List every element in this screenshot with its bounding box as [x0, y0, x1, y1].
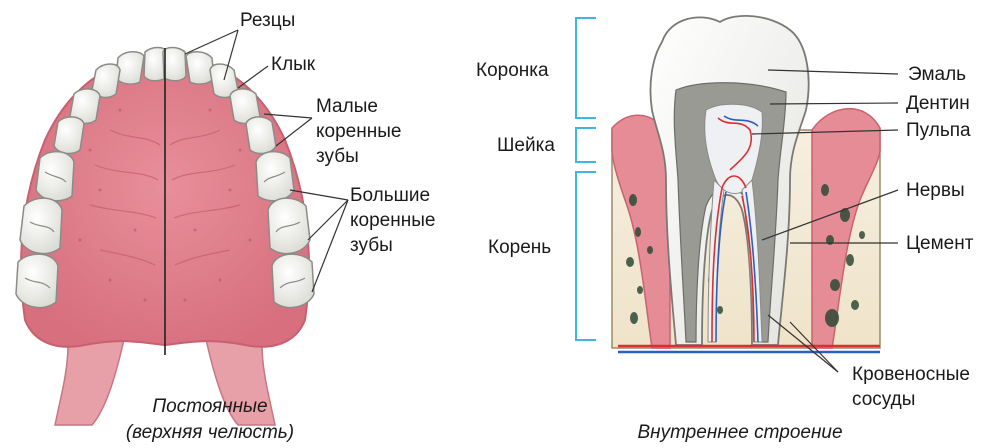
label-cement: Цемент	[906, 231, 973, 256]
label-canine: Клык	[271, 52, 315, 77]
label-nerves: Нервы	[906, 178, 965, 203]
tooth-caption: Внутреннее строение	[600, 420, 880, 446]
label-neck: Шейка	[497, 133, 555, 158]
lateral-incisor	[116, 52, 144, 84]
premolar	[54, 117, 84, 154]
label-incisors: Резцы	[240, 8, 295, 33]
molar	[16, 254, 58, 307]
label-dentin: Дентин	[906, 91, 970, 116]
molar	[272, 254, 314, 307]
premolar	[246, 117, 276, 154]
label-molars: Большие коренные зубы	[350, 183, 435, 258]
label-enamel: Эмаль	[908, 62, 966, 87]
label-crown: Коронка	[476, 58, 549, 83]
jaw-caption: Постоянные (верхняя челюсть)	[80, 394, 340, 446]
label-vessels: Кровеносные сосуды	[852, 362, 970, 412]
section-brackets	[576, 18, 596, 340]
lateral-incisor	[186, 52, 214, 84]
label-pulp: Пульпа	[906, 118, 971, 143]
label-root: Корень	[488, 235, 551, 260]
label-premolars: Малые коренные зубы	[316, 94, 401, 169]
central-incisor	[163, 48, 186, 81]
